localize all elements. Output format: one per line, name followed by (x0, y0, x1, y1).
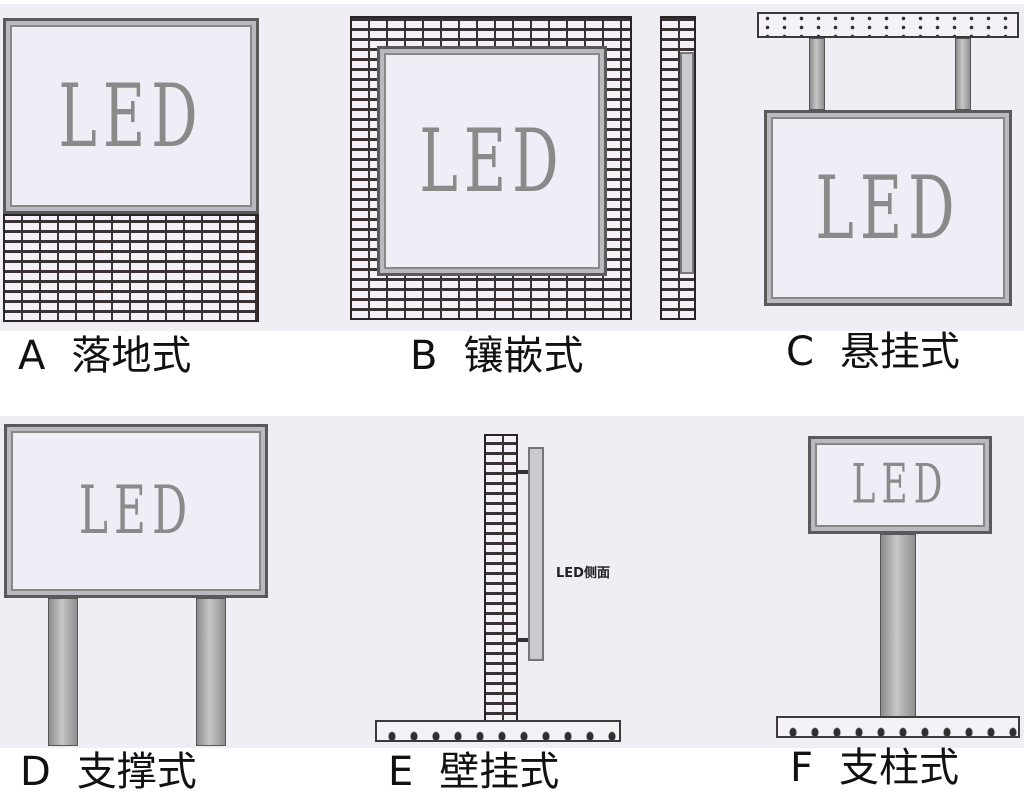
mount-bracket-bottom-e (518, 638, 528, 642)
mount-bracket-top-e (518, 470, 528, 474)
support-pole-right-d (196, 598, 226, 746)
hanging-rod-right-c (955, 38, 971, 110)
caption-a: A 落地式 (18, 336, 191, 376)
led-screen-b: LED (377, 46, 607, 276)
screen-side-view-b (680, 52, 694, 274)
ground-e (375, 720, 621, 742)
brick-base-a (3, 214, 259, 322)
caption-letter-c: C (786, 329, 814, 375)
caption-name-f: 支柱式 (839, 745, 960, 791)
brick-wall-e (484, 434, 518, 724)
led-label-b: LED (419, 110, 565, 212)
caption-name-b: 镶嵌式 (463, 333, 584, 379)
caption-b: B 镶嵌式 (410, 336, 583, 376)
screen-side-view-e (528, 447, 544, 661)
caption-letter-f: F (790, 745, 814, 791)
ceiling-beam-c (757, 12, 1019, 38)
led-label-d: LED (78, 472, 194, 550)
support-pole-left-d (48, 598, 78, 746)
caption-name-d: 支撑式 (76, 749, 197, 795)
caption-f: F 支柱式 (790, 748, 959, 788)
hanging-rod-left-c (809, 38, 825, 110)
caption-name-a: 落地式 (71, 333, 192, 379)
caption-letter-b: B (410, 333, 438, 379)
led-label-f: LED (851, 454, 949, 516)
caption-d: D 支撑式 (20, 752, 197, 792)
led-label-c: LED (815, 157, 961, 259)
side-view-label-e: LED侧面 (556, 566, 610, 581)
caption-letter-e: E (388, 749, 414, 795)
pillar-f (880, 534, 916, 718)
caption-letter-a: A (18, 333, 46, 379)
led-screen-f: LED (808, 436, 992, 534)
caption-e: E 壁挂式 (388, 752, 559, 792)
caption-letter-d: D (20, 749, 51, 795)
led-label-a: LED (58, 65, 204, 167)
caption-name-c: 悬挂式 (839, 329, 960, 375)
caption-c: C 悬挂式 (786, 332, 960, 372)
led-screen-a: LED (3, 18, 259, 214)
caption-name-e: 壁挂式 (439, 749, 560, 795)
ground-f (776, 716, 1020, 738)
led-screen-d: LED (4, 424, 268, 598)
led-screen-c: LED (764, 110, 1012, 306)
